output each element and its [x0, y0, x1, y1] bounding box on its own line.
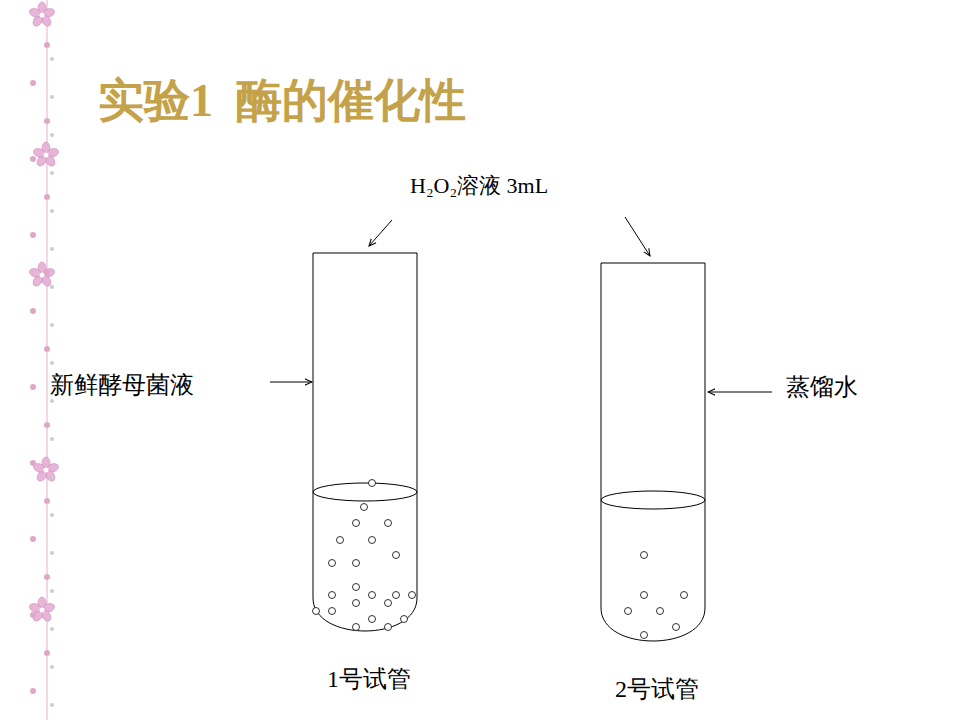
- flower-petal: [28, 267, 42, 278]
- gas-bubble: [369, 537, 376, 544]
- decor-dot: [50, 95, 54, 99]
- decor-dot: [50, 627, 54, 631]
- decor-dot: [50, 361, 54, 365]
- gas-bubble: [361, 504, 368, 511]
- decor-dot: [44, 270, 50, 276]
- test-tube: 2号试管: [588, 260, 726, 710]
- title: 实验1 酶的催化性: [98, 70, 466, 132]
- gas-bubble: [329, 608, 336, 615]
- decor-dot: [50, 665, 54, 669]
- decor-dot: [50, 247, 54, 251]
- flower-center: [40, 608, 45, 613]
- gas-bubble: [681, 592, 688, 599]
- tube-outline: [588, 260, 718, 660]
- label-text: H₂O₂溶液 3mL: [410, 171, 548, 201]
- gas-bubble: [329, 592, 336, 599]
- tube-label: 2号试管: [588, 673, 726, 705]
- decor-dot: [50, 209, 54, 213]
- gas-bubble: [369, 616, 376, 623]
- decor-dot: [50, 589, 54, 593]
- leader-arrow: [708, 392, 772, 393]
- gas-bubble: [657, 608, 664, 615]
- decor-dot: [50, 399, 54, 403]
- decor-dot: [50, 57, 54, 61]
- flower-petal: [28, 602, 42, 613]
- decor-dot: [44, 346, 50, 352]
- gas-bubble: [385, 600, 392, 607]
- decor-dot: [50, 551, 54, 555]
- gas-bubble: [329, 560, 336, 567]
- decor-dot: [30, 612, 36, 618]
- decor-dot: [50, 323, 54, 327]
- decor-dot: [30, 536, 36, 542]
- gas-bubble: [641, 552, 648, 559]
- gas-bubble: [641, 592, 648, 599]
- decor-dot: [44, 118, 50, 124]
- decor-dot: [50, 703, 54, 707]
- decor-dot: [50, 437, 54, 441]
- decor-dot: [50, 285, 54, 289]
- gas-bubble: [673, 624, 680, 631]
- gas-bubble: [353, 600, 360, 607]
- decor-dot: [30, 308, 36, 314]
- decor-dot: [50, 133, 54, 137]
- gas-bubble: [337, 537, 344, 544]
- gas-bubble: [313, 608, 320, 615]
- gas-bubble: [409, 592, 416, 599]
- decor-dot: [30, 80, 36, 86]
- gas-bubble: [369, 592, 376, 599]
- gas-bubble: [353, 584, 360, 591]
- flower-center: [44, 468, 49, 473]
- decor-dot: [50, 513, 54, 517]
- leader-arrow: [270, 382, 312, 383]
- decor-dot: [44, 574, 50, 580]
- decor-dot: [50, 171, 54, 175]
- gas-bubble: [393, 592, 400, 599]
- gas-bubble: [641, 632, 648, 639]
- decor-dot: [30, 384, 36, 390]
- flower-center: [44, 153, 49, 158]
- gas-bubble: [353, 520, 360, 527]
- flower-decor: [28, 2, 59, 707]
- leader-arrow: [625, 217, 650, 256]
- decor-dot: [44, 498, 50, 504]
- flower-center: [40, 13, 45, 18]
- tube-outline: [300, 250, 430, 650]
- test-tube: 1号试管: [300, 250, 438, 700]
- decor-dot: [30, 156, 36, 162]
- decor-dot: [44, 422, 50, 428]
- tube-label: 1号试管: [300, 663, 438, 695]
- decor-dot: [44, 194, 50, 200]
- tube-rim: [601, 263, 705, 264]
- tube-rim: [313, 253, 417, 254]
- tube-wall: [601, 263, 705, 641]
- tube-wall: [313, 253, 417, 631]
- gas-bubble: [369, 480, 376, 487]
- gas-bubble: [401, 616, 408, 623]
- gas-bubble: [385, 520, 392, 527]
- label-text: 蒸馏水: [786, 371, 858, 403]
- decor-dot: [44, 42, 50, 48]
- gas-bubble: [625, 608, 632, 615]
- gas-bubble: [393, 552, 400, 559]
- label-text: 新鲜酵母菌液: [50, 369, 194, 401]
- gas-bubble: [353, 560, 360, 567]
- flower-center: [40, 273, 45, 278]
- decor-dot: [30, 460, 36, 466]
- liquid-surface: [601, 491, 705, 509]
- decor-dot: [44, 650, 50, 656]
- leader-arrow: [369, 220, 392, 246]
- liquid-surface: [313, 483, 417, 501]
- decor-dot: [30, 688, 36, 694]
- flower-petal: [28, 7, 42, 18]
- gas-bubble: [353, 624, 360, 631]
- decor-dot: [30, 232, 36, 238]
- decor-dot: [50, 475, 54, 479]
- gas-bubble: [385, 624, 392, 631]
